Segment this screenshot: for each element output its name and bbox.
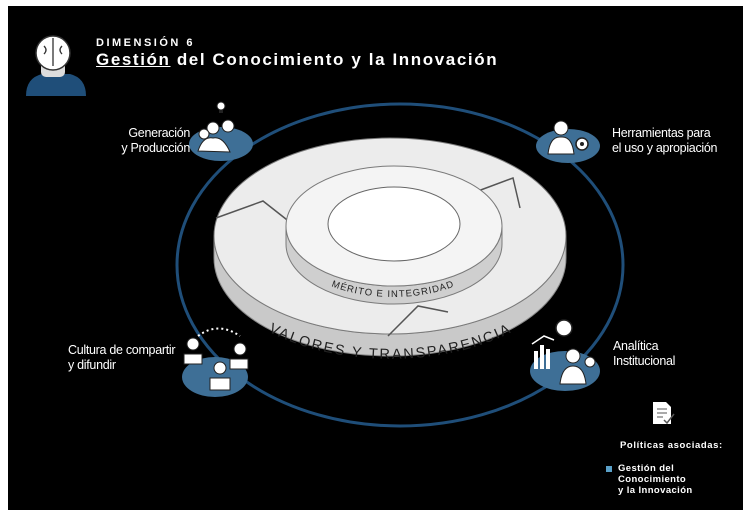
label-line: el uso y apropiación <box>612 141 718 155</box>
people-lightbulb-icon <box>189 101 253 161</box>
politica-item: Gestión del Conocimiento y la Innovación <box>618 463 743 496</box>
politica-line: y la Innovación <box>618 485 693 496</box>
analytics-person-icon <box>530 319 600 391</box>
title-underlined: Gestión <box>96 50 171 69</box>
infographic-frame: MÉRITO E INTEGRIDAD VALORES Y TRANSPAREN… <box>8 6 743 510</box>
brain-head-icon <box>26 35 86 96</box>
label-line: Analítica <box>613 339 659 353</box>
politicas-heading: Políticas asociadas: <box>620 440 723 451</box>
document-check-icon <box>653 402 675 425</box>
knowledge-cycle-diagram: MÉRITO E INTEGRIDAD VALORES Y TRANSPAREN… <box>26 35 675 428</box>
orbit-ellipse <box>175 102 625 428</box>
label-line: Cultura de compartir <box>68 343 176 357</box>
label-generacion: Generación y Producción <box>100 126 190 156</box>
politica-line: Gestión del Conocimiento <box>618 463 687 485</box>
label-line: Generación <box>128 126 190 140</box>
people-sharing-icon <box>182 327 249 397</box>
dimension-label: DIMENSIÓN 6 <box>96 37 196 49</box>
bullet-square <box>606 466 612 472</box>
label-line: y difundir <box>68 358 116 372</box>
label-analitica: Analítica Institucional <box>613 339 675 369</box>
title-rest: del Conocimiento y la Innovación <box>170 50 499 69</box>
label-line: Institucional <box>613 354 676 368</box>
person-gear-icon <box>536 120 600 163</box>
label-cultura: Cultura de compartir y difundir <box>68 343 176 373</box>
label-line: Herramientas para <box>612 126 711 140</box>
label-line: y Producción <box>121 141 190 155</box>
page-title: Gestión del Conocimiento y la Innovación <box>96 50 499 69</box>
label-herramientas: Herramientas para el uso y apropiación <box>612 126 717 156</box>
inner-ring <box>285 165 503 305</box>
